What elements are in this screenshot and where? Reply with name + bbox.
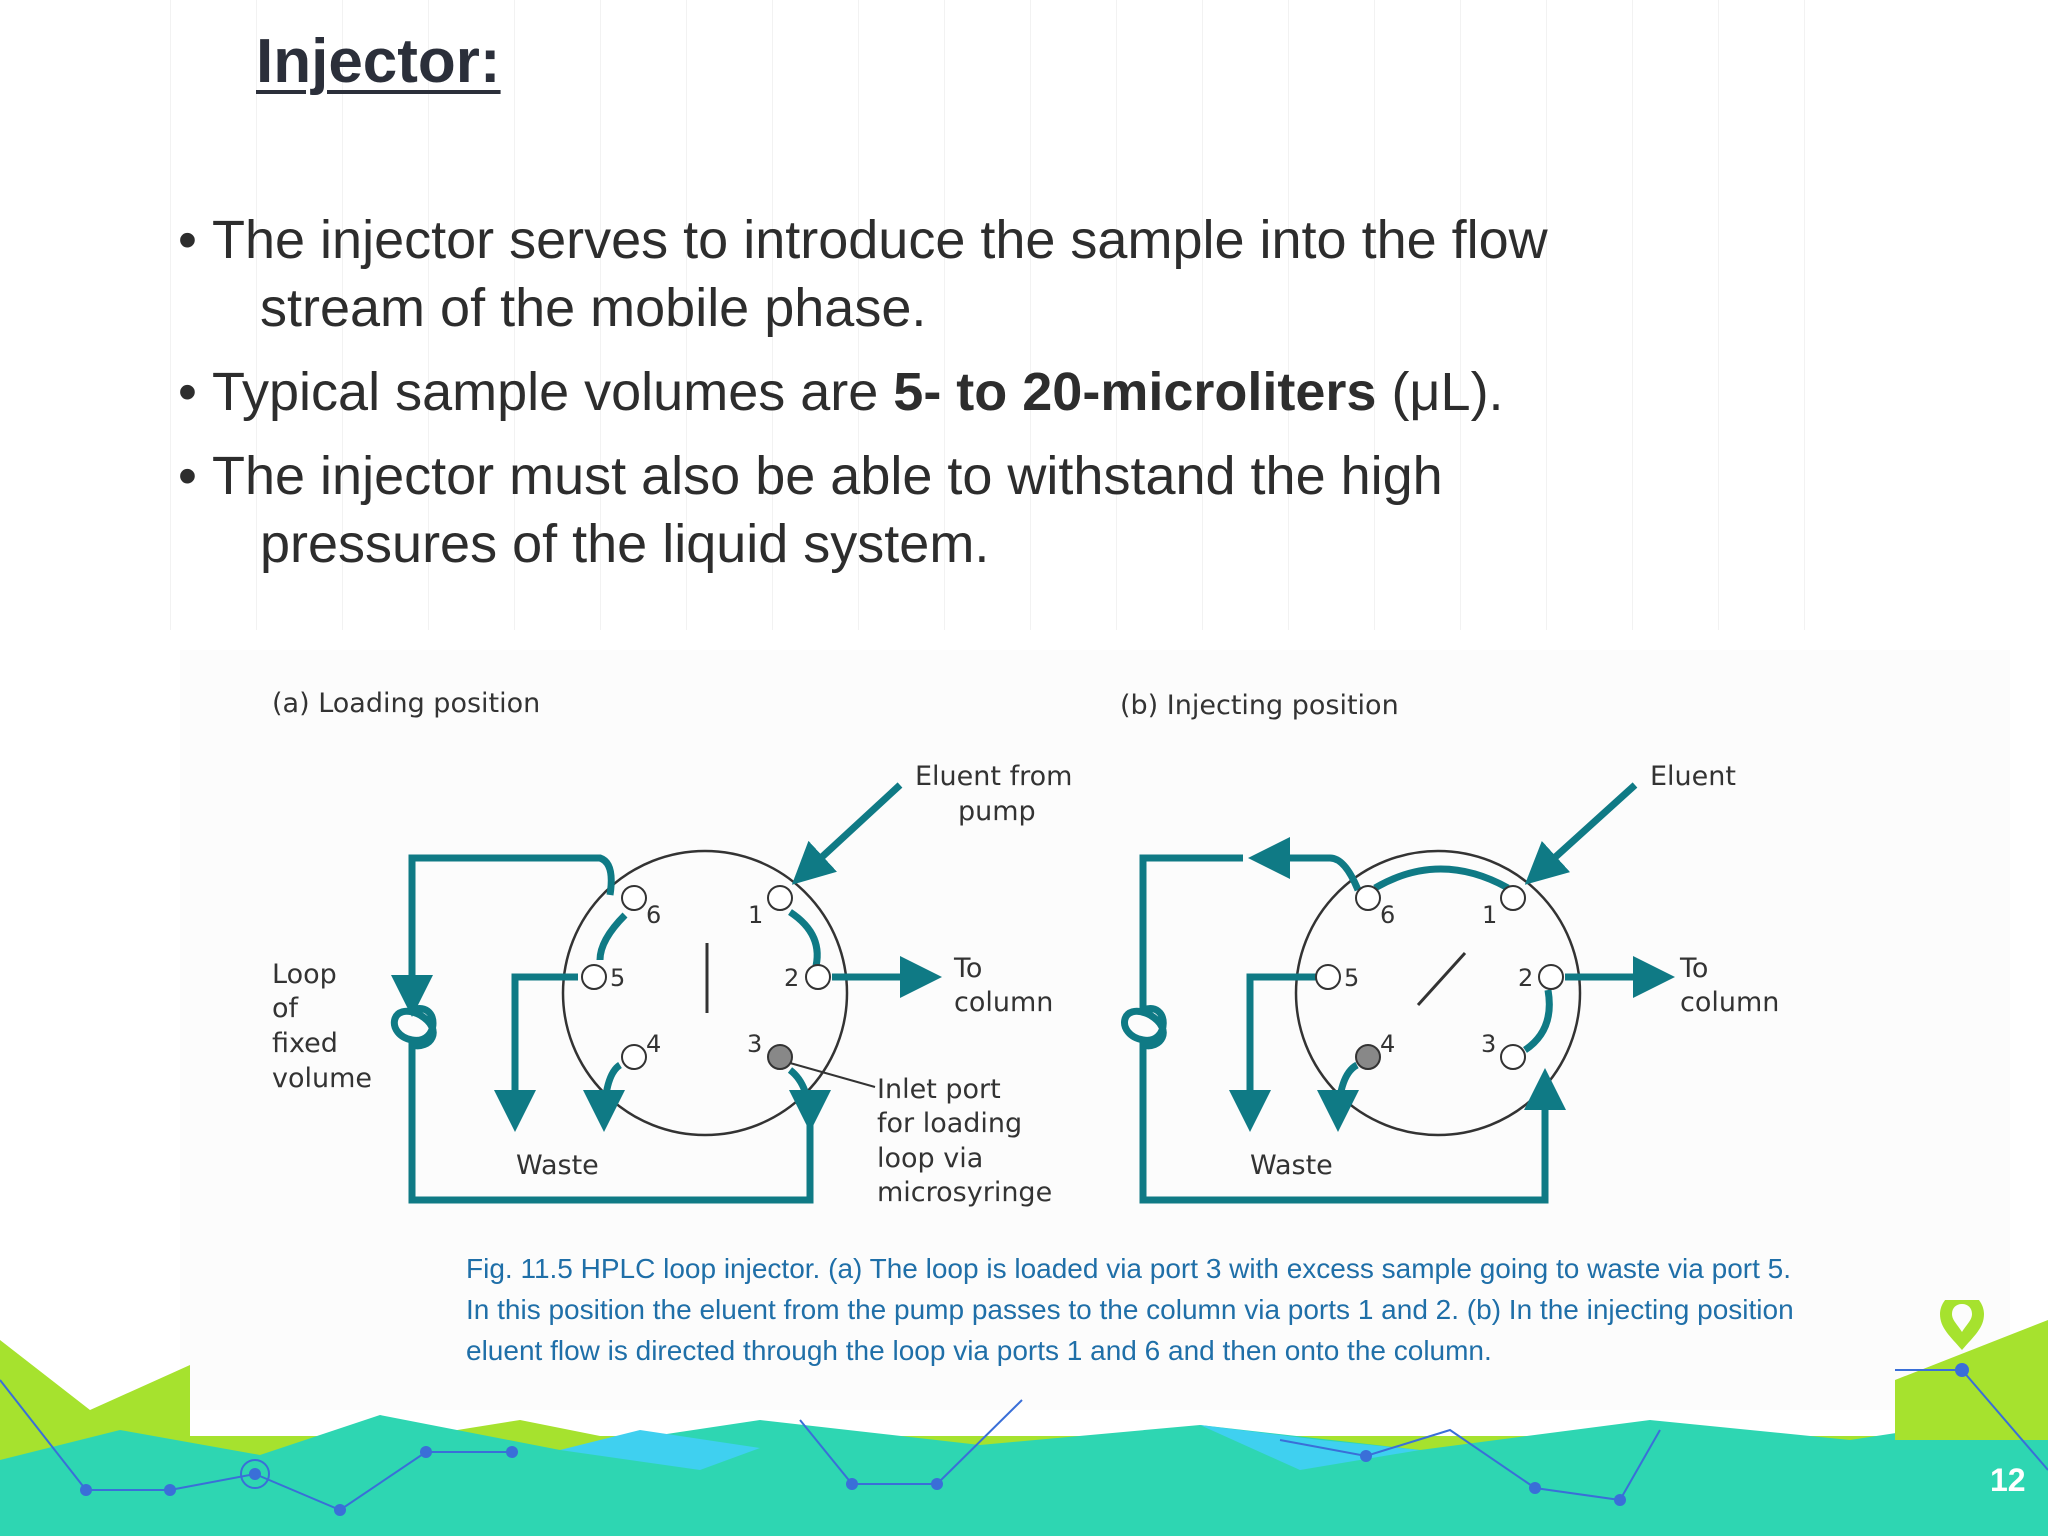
loop-label-line3: fixed xyxy=(272,1028,338,1059)
inlet-label-line4: microsyringe xyxy=(877,1177,1052,1208)
inlet-label-line1: Inlet port xyxy=(877,1074,1001,1105)
bullet-dot: • xyxy=(178,210,197,270)
panel-a-port-labels: 1 2 3 4 5 6 xyxy=(610,901,799,1058)
svg-text:4: 4 xyxy=(646,1030,661,1058)
bullet-text: The injector must also be able to withst… xyxy=(212,446,1443,506)
page-number: 12 xyxy=(1990,1462,2026,1498)
loop-label-line1: Loop xyxy=(272,959,337,990)
to-column-label-line2: column xyxy=(954,987,1053,1018)
waste-label-b: Waste xyxy=(1250,1150,1333,1181)
caption-line: Fig. 11.5 HPLC loop injector. (a) The lo… xyxy=(466,1253,1791,1284)
eluent-label-line1: Eluent from xyxy=(915,761,1072,792)
panel-b-flow-lines xyxy=(1121,782,1675,1204)
loop-label-line4: volume xyxy=(272,1063,372,1094)
panel-b-label: (b) Injecting position xyxy=(1120,690,1399,721)
svg-text:3: 3 xyxy=(1481,1030,1496,1058)
panel-a-ports xyxy=(581,885,831,1070)
bullet-item: •The injector serves to introduce the sa… xyxy=(178,206,1738,342)
figure-caption: Fig. 11.5 HPLC loop injector. (a) The lo… xyxy=(466,1248,1826,1371)
network-nodes xyxy=(80,1363,1969,1516)
panel-b-port-labels: 1 2 3 4 5 6 xyxy=(1344,901,1533,1058)
bullet-item: •Typical sample volumes are 5- to 20-mic… xyxy=(178,358,1738,426)
caption-line: In this position the eluent from the pum… xyxy=(466,1294,1794,1325)
to-column-label-line1: To xyxy=(953,953,982,984)
waste-label: Waste xyxy=(516,1150,599,1181)
inlet-label-line3: loop via xyxy=(877,1143,983,1174)
loop-label-line2: of xyxy=(272,993,300,1024)
bullet-bold-text: 5- to 20-microliters xyxy=(893,362,1377,422)
svg-text:5: 5 xyxy=(610,964,625,992)
panel-a-flow-lines xyxy=(391,782,942,1204)
footer-decoration xyxy=(0,1300,2048,1536)
hplc-injector-figure: 1 2 3 4 5 6 (a) Loading position Eluent … xyxy=(180,650,2010,1410)
svg-text:6: 6 xyxy=(1380,901,1395,929)
svg-text:4: 4 xyxy=(1380,1030,1395,1058)
bullet-text: The injector serves to introduce the sam… xyxy=(212,210,1548,270)
bullet-text: Typical sample volumes are xyxy=(212,362,894,422)
inlet-pointer xyxy=(789,1062,876,1088)
bullet-text-continued: stream of the mobile phase. xyxy=(260,278,927,338)
svg-text:1: 1 xyxy=(748,901,763,929)
location-pin-icon xyxy=(1940,1300,1984,1350)
svg-text:6: 6 xyxy=(646,901,661,929)
caption-line: eluent flow is directed through the loop… xyxy=(466,1335,1492,1366)
svg-text:1: 1 xyxy=(1482,901,1497,929)
svg-text:2: 2 xyxy=(784,964,799,992)
eluent-label-line2: pump xyxy=(958,796,1036,827)
bullet-dot: • xyxy=(178,446,197,506)
slide-title: Injector: xyxy=(256,27,501,96)
svg-text:5: 5 xyxy=(1344,964,1359,992)
bullet-dot: • xyxy=(178,362,197,422)
to-column-label-b-line2: column xyxy=(1680,987,1779,1018)
svg-text:2: 2 xyxy=(1518,964,1533,992)
svg-text:3: 3 xyxy=(747,1030,762,1058)
inlet-label-line2: for loading xyxy=(877,1108,1022,1139)
eluent-label-b: Eluent xyxy=(1650,761,1736,792)
slide-background xyxy=(170,0,1880,630)
bullet-item: •The injector must also be able to withs… xyxy=(178,442,1738,578)
to-column-label-b-line1: To xyxy=(1679,953,1708,984)
bullet-text: (μL). xyxy=(1376,362,1504,422)
bullet-list: •The injector serves to introduce the sa… xyxy=(178,206,1738,594)
injector-diagram: 1 2 3 4 5 6 (a) Loading position Eluent … xyxy=(272,688,1779,1208)
bullet-text-continued: pressures of the liquid system. xyxy=(260,514,990,574)
panel-a-label: (a) Loading position xyxy=(272,688,540,719)
panel-b-ports xyxy=(1315,885,1564,1070)
